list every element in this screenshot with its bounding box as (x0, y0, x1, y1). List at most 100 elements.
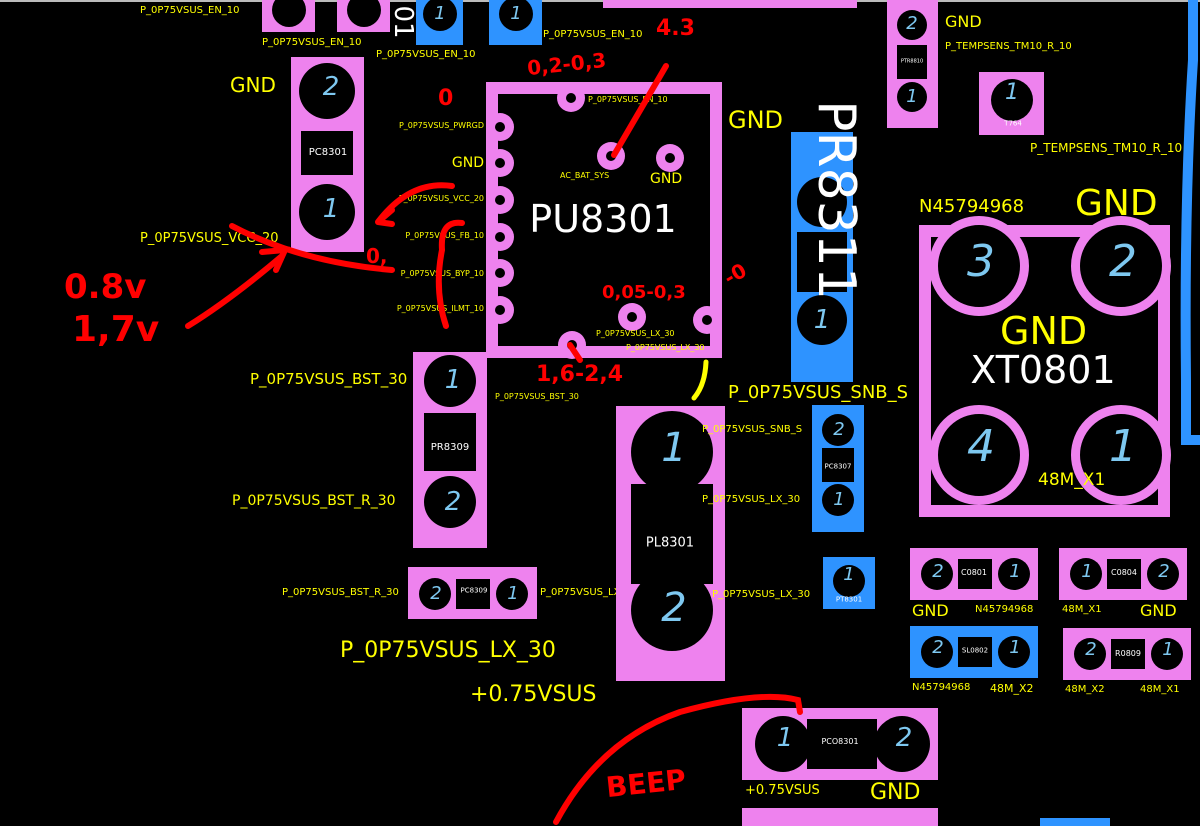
component-bottom-partial[interactable] (742, 808, 938, 826)
annotation-0: 0 (438, 86, 454, 111)
net-label-x1: 48M_X1 (1038, 470, 1106, 490)
pin-number: 1 (1009, 561, 1021, 582)
annotation-0-05-0-3: 0,05-0,3 (602, 282, 686, 303)
pin-number: 1 (1162, 639, 1174, 660)
component-ptr8810[interactable]: 2 1 PTR8810 (887, 0, 938, 128)
ref-label: PC8309 (460, 586, 488, 595)
pu8301-pin-6[interactable] (557, 84, 585, 112)
pu8301-pin-11[interactable] (486, 259, 514, 287)
net-label-pwrgd: P_0P75VSUS_PWRGD (398, 121, 484, 130)
pin-number: 2 (895, 723, 913, 753)
net-label-lx30: P_0P75VSUS_LX_30 (340, 638, 556, 663)
component-t764[interactable]: 1 T764 (979, 72, 1044, 135)
net-label-x2: 48M_X2 (990, 682, 1034, 695)
component-pr8311[interactable]: 1 (791, 132, 853, 382)
net-label-x1: 48M_X1 (1140, 684, 1180, 695)
component-pad-top-blue-1[interactable]: 1 (416, 0, 463, 45)
xt0801-ref: XT0801 (970, 348, 1116, 392)
component-bottom-blue-partial[interactable] (1040, 818, 1110, 826)
net-label-tempsens: P_TEMPSENS_TM10_R_10 (945, 41, 1072, 52)
component-pr8309[interactable]: 1 2 PR8309 (413, 352, 487, 548)
ref-label: R0809 (1115, 649, 1141, 658)
ref-label: PR8309 (430, 442, 470, 453)
ref-label: T764 (1004, 119, 1022, 128)
net-label-vcc20: P_0P75VSUS_VCC_20 (398, 194, 484, 203)
net-label-lx30: P_0P75VSUS_LX_30 (626, 343, 705, 352)
pin-number: 2 (932, 637, 944, 658)
component-top-strip[interactable] (603, 0, 857, 8)
net-label-vsus: +0.75VSUS (745, 783, 820, 798)
arrow-stroke (185, 253, 285, 329)
pu8301-pin-2[interactable] (618, 303, 646, 331)
component-c0801[interactable]: 2 1 C0801 (910, 548, 1038, 600)
pin-number: 2 (1085, 639, 1097, 660)
net-label-lx30: P_0P75VSUS_LX_30 (702, 494, 801, 505)
ref-label: PC8307 (824, 462, 852, 471)
net-label-vsus: +0.75VSUS (470, 682, 597, 707)
net-label-gnd: GND (451, 155, 484, 171)
component-r0809[interactable]: 2 1 R0809 (1063, 628, 1191, 680)
net-label-gnd: GND (230, 73, 276, 97)
component-pu8301[interactable] (486, 82, 722, 358)
pu8301-pin-3[interactable] (693, 306, 721, 334)
pin-number: 1 (510, 3, 522, 24)
net-label-en10: P_0P75VSUS_EN_10 (140, 5, 240, 16)
pin-number: 1 (813, 305, 831, 335)
ref-label: SL0802 (961, 646, 989, 655)
pin-number: 1 (906, 86, 918, 107)
pu8301-pin-10[interactable] (486, 223, 514, 251)
component-c0804[interactable]: 1 2 C0804 (1059, 548, 1187, 600)
pin-number: 2 (661, 585, 687, 631)
component-pad-top-left-1[interactable] (262, 0, 315, 32)
component-pc8307[interactable]: 2 1 PC8307 (812, 405, 864, 532)
component-pad-top-blue-2[interactable]: 1 (489, 0, 542, 45)
net-label-lx30: P_0P75VSUS_LX_30 (540, 587, 639, 598)
annotation-voltage-2: 1,7v (72, 309, 160, 350)
pin-number: 1 (833, 489, 845, 510)
net-label-x1: 48M_X1 (1062, 604, 1102, 615)
pin-number: 1 (434, 3, 446, 24)
net-label-gnd: GND (728, 106, 784, 134)
ref-label: C0804 (1111, 568, 1137, 577)
pin-number: 1 (322, 194, 340, 224)
component-pt8301[interactable]: 1 PT8301 (823, 557, 875, 609)
ref-label: PCO8301 (821, 737, 859, 746)
pu8301-pin-7[interactable] (486, 113, 514, 141)
net-label-en10: P_0P75VSUS_EN_10 (543, 29, 643, 40)
net-label-bst30: P_0P75VSUS_BST_30 (250, 370, 408, 388)
component-pco8301[interactable]: 1 2 PCO8301 (742, 708, 938, 780)
net-label-lx30: P_0P75VSUS_LX_30 (596, 329, 675, 338)
annotation-voltage-1: 0.8v (64, 267, 147, 307)
xt0801-pin-1[interactable] (1071, 405, 1171, 505)
xt0801-pin-4[interactable] (929, 405, 1029, 505)
pin-number: 4 (967, 421, 995, 472)
component-pl8301[interactable]: 1 2 PL8301 (616, 406, 725, 681)
ref-label: PTR8810 (900, 58, 924, 65)
net-label-gnd: GND (870, 780, 921, 805)
pu8301-pin-9[interactable] (486, 186, 514, 214)
net-label-bstr30: P_0P75VSUS_BST_R_30 (232, 493, 396, 509)
annotation-4-3: 4.3 (656, 16, 695, 41)
xt0801-pin-2[interactable] (1071, 216, 1171, 316)
xt0801-pin-3[interactable] (929, 216, 1029, 316)
net-label-snbs: P_0P75VSUS_SNB_S (702, 424, 803, 435)
pin-number: 1 (661, 425, 687, 471)
net-label-n457: N45794968 (912, 682, 971, 693)
component-sl0802[interactable]: 2 1 SL0802 (910, 626, 1038, 678)
component-pc8301[interactable]: 2 1 PC8301 (291, 57, 364, 252)
pu8301-pin-12[interactable] (486, 296, 514, 324)
component-pad-top-left-2[interactable] (337, 0, 390, 32)
net-label-x2: 48M_X2 (1065, 684, 1105, 695)
component-pc8309[interactable]: 2 1 PC8309 (408, 567, 537, 619)
net-label-en10: P_0P75VSUS_EN_10 (262, 37, 362, 48)
annotation-1-6-2-4: 1,6-2,4 (536, 362, 624, 387)
pin-number: 1 (507, 583, 519, 604)
pin-number: 1 (1009, 637, 1021, 658)
net-label-byp10: P_0P75VSUS_BYP_10 (400, 269, 484, 278)
pu8301-pin-8[interactable] (486, 149, 514, 177)
pin-number: 1 (1109, 421, 1137, 472)
net-label-gnd: GND (945, 12, 982, 31)
pu8301-pin-4[interactable] (656, 144, 684, 172)
net-label-bstr30: P_0P75VSUS_BST_R_30 (282, 587, 399, 598)
